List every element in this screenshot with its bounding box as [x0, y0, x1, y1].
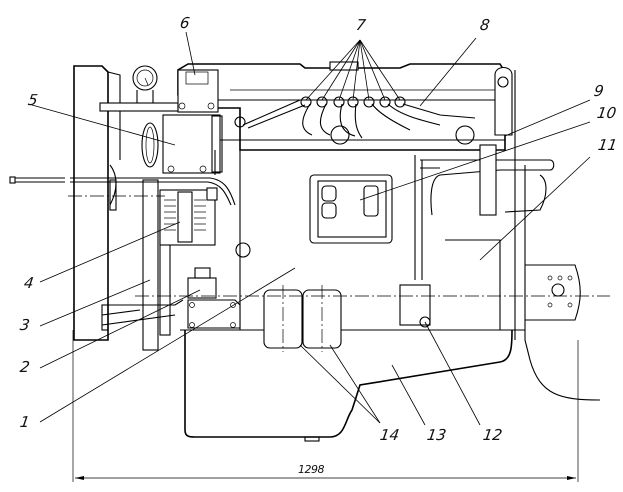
- label-plate: [177, 69, 219, 113]
- engine-block: [180, 149, 525, 331]
- oil-cooler-plate: [187, 299, 241, 329]
- leader-lines: [31, 31, 591, 426]
- ac-compressor: [141, 114, 223, 174]
- dimension-label: 1298: [298, 463, 325, 476]
- fuel-injectors: [234, 96, 476, 145]
- callout-7: 7: [354, 16, 367, 34]
- dipstick: [9, 176, 236, 206]
- callout-13: 13: [425, 426, 448, 444]
- oil-filters: [263, 285, 342, 352]
- callout-14: 14: [378, 426, 401, 444]
- ecu-unit: [309, 174, 393, 244]
- callout-10: 10: [595, 104, 618, 122]
- engine-bracket: [101, 299, 184, 331]
- alternator: [159, 187, 218, 246]
- starter-motor: [399, 239, 501, 331]
- oil-pan: [184, 329, 513, 442]
- front-plate: [142, 179, 159, 351]
- callout-12: 12: [481, 426, 504, 444]
- coolant-pipes: [414, 144, 555, 280]
- dimension-line: [72, 330, 579, 482]
- flywheel-housing: [524, 165, 601, 401]
- fan-shroud: [73, 65, 121, 341]
- mounting-bar: [99, 102, 179, 112]
- lifting-eye: [494, 66, 516, 340]
- callout-11: 11: [596, 136, 619, 154]
- gauge: [132, 65, 158, 108]
